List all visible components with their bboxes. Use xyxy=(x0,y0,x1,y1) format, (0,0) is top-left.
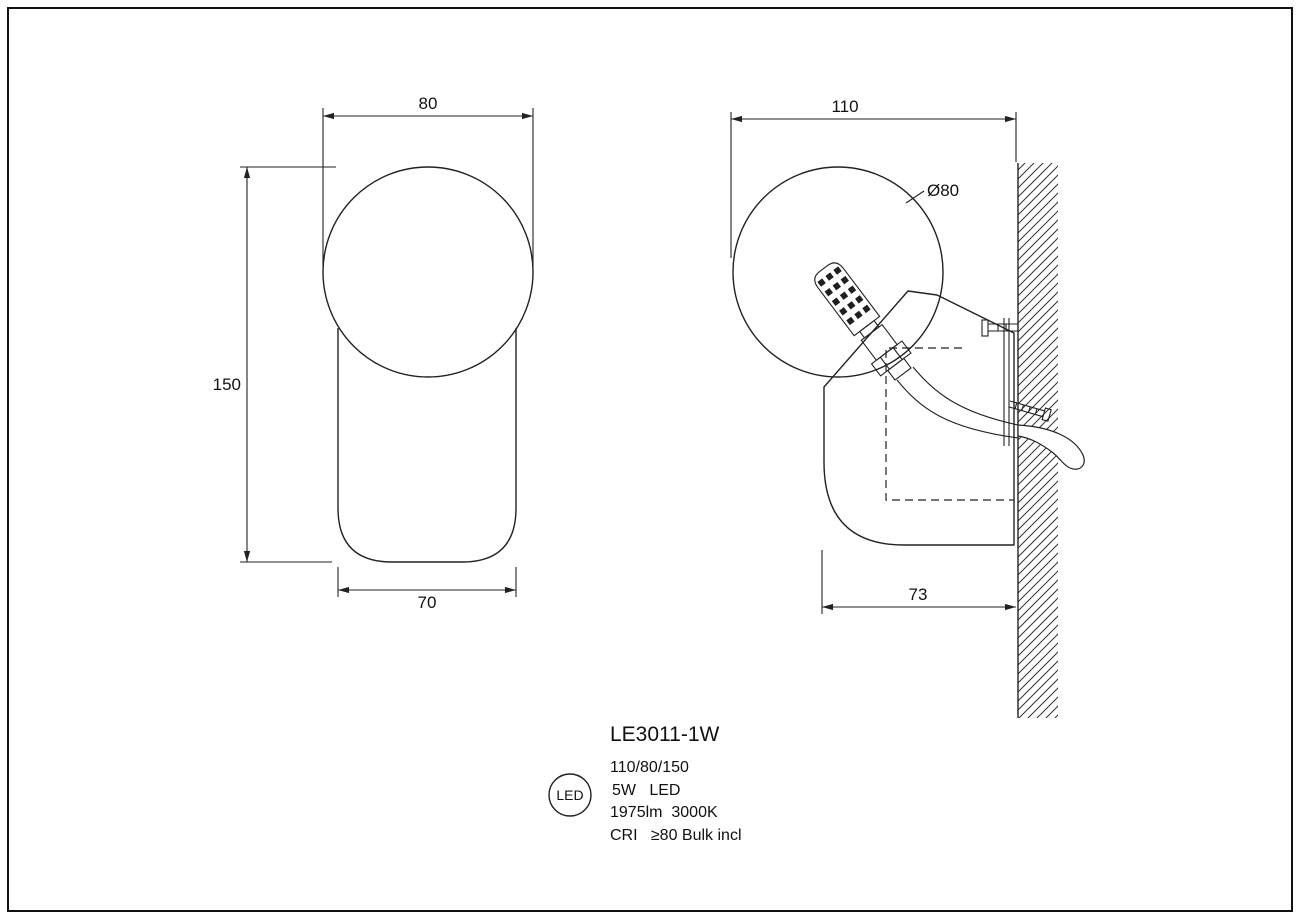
side-base-label: 73 xyxy=(909,585,928,604)
front-sphere-outline xyxy=(322,166,534,378)
front-body-outline xyxy=(337,328,517,563)
front-view: 80 150 70 xyxy=(213,94,534,612)
front-height-label: 150 xyxy=(213,375,241,394)
support-arm-lower xyxy=(896,379,1019,439)
product-luminous: 1975lm 3000K xyxy=(610,804,718,821)
product-size: 110/80/150 xyxy=(610,759,689,776)
spec-block: LED LE3011-1W 110/80/150 5W LED 1975lm 3… xyxy=(548,723,742,844)
support-arm-upper xyxy=(912,366,1019,426)
led-badge-label: LED xyxy=(556,787,583,803)
page-border xyxy=(7,7,1293,912)
led-bulb xyxy=(814,262,912,381)
bulb-ceramic-base xyxy=(860,323,898,362)
led-chips xyxy=(817,266,871,326)
product-model: LE3011-1W xyxy=(610,723,720,746)
side-body-outline xyxy=(823,290,1015,546)
mounting-screw-diagonal xyxy=(1008,400,1052,422)
product-cri: CRI ≥80 Bulk incl xyxy=(610,827,742,844)
diameter-leader-line xyxy=(905,190,925,204)
arm-hook-behind-wall xyxy=(1017,424,1085,470)
bulb-glass xyxy=(814,262,881,337)
led-badge-circle xyxy=(548,773,592,817)
sphere-diameter-label: Ø80 xyxy=(927,181,959,200)
side-view: 110 Ø xyxy=(730,97,1085,718)
side-body-hidden-lines xyxy=(885,347,1014,501)
side-sphere-outline xyxy=(732,166,944,378)
front-base-label: 70 xyxy=(418,593,437,612)
side-depth-label: 110 xyxy=(831,97,858,116)
front-width-label: 80 xyxy=(419,94,438,113)
mounting-screw-top xyxy=(981,319,1018,337)
bulb-hex-nut xyxy=(870,340,912,377)
product-power: 5W LED xyxy=(612,782,680,799)
